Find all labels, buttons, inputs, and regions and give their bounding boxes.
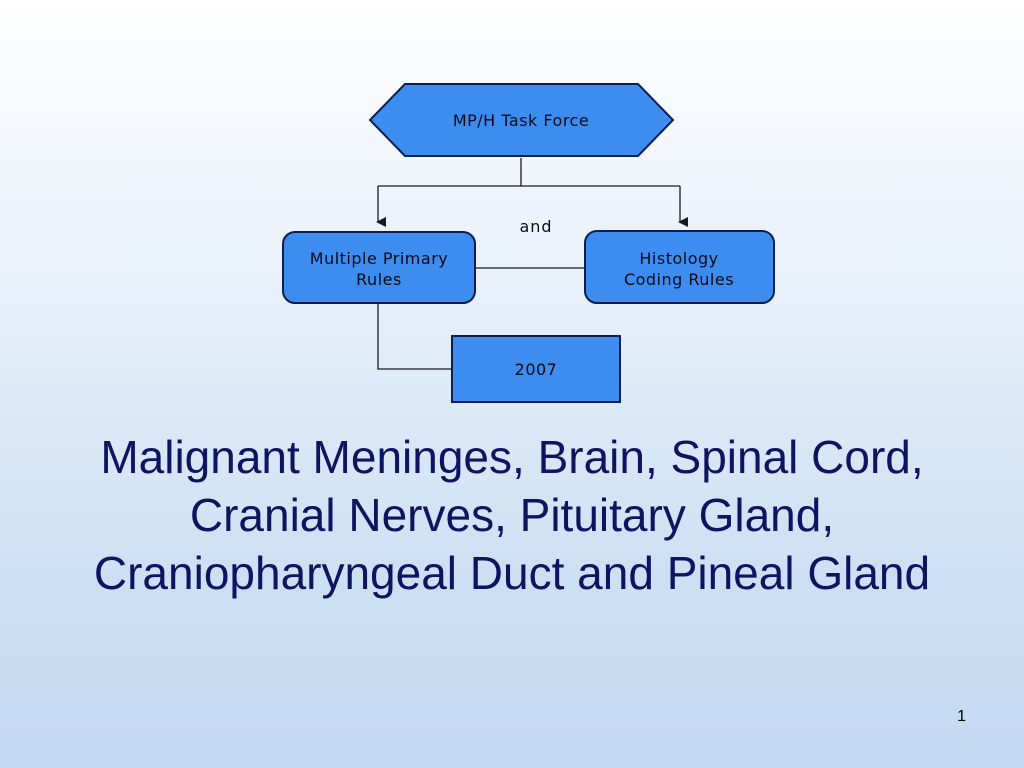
edge-label-and: and [519,217,552,236]
node-multiple-primary: Multiple Primary Rules [282,231,476,304]
node-histology-line-1: Histology [639,249,718,268]
node-task-force: MP/H Task Force [368,83,675,157]
node-multiple-primary-line-2: Rules [356,270,402,289]
page-number: 1 [957,708,966,725]
connectors [376,158,688,370]
node-year: 2007 [451,335,621,403]
node-year-label: 2007 [515,360,558,379]
node-task-force-label: MP/H Task Force [453,111,589,130]
node-multiple-primary-line-1: Multiple Primary [310,249,448,268]
slide-title: Malignant Meninges, Brain, Spinal Cord, … [93,431,931,599]
flowchart-diagram: and MP/H Task Force Multiple Primary Rul… [282,83,775,403]
connector-to-year [377,304,452,370]
node-histology: Histology Coding Rules [584,230,775,304]
node-histology-line-2: Coding Rules [624,270,734,289]
